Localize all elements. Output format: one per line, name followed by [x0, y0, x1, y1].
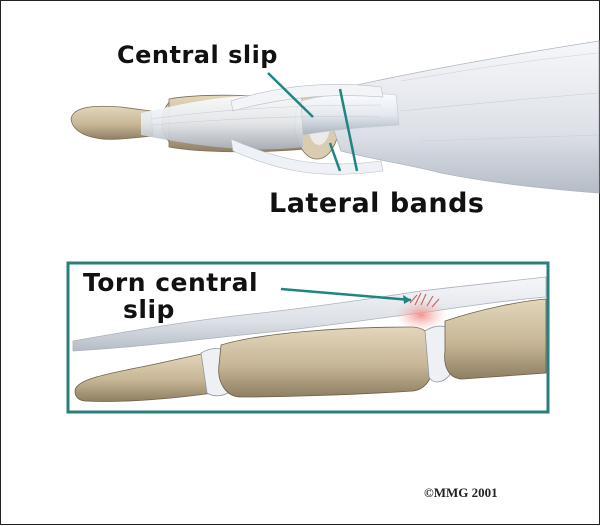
torn-central-slip-label: Torn central slip	[83, 269, 258, 323]
terminal-tendon	[141, 95, 303, 149]
distal-phalanx-bone	[71, 106, 153, 139]
copyright-notice: ©MMG 2001	[424, 485, 498, 501]
central-slip-label: Central slip	[117, 41, 278, 69]
torn-label-line1: Torn central	[83, 269, 258, 296]
lateral-bands-label: Lateral bands	[269, 188, 485, 219]
torn-label-line2: slip	[83, 296, 258, 323]
